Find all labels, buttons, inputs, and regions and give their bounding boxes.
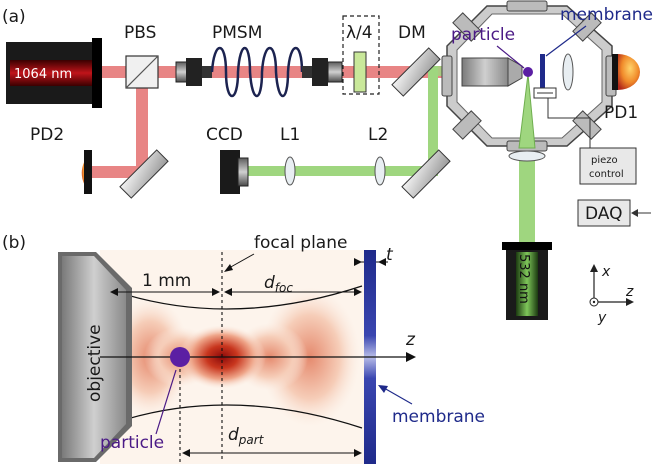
objective-label: objective [85, 324, 105, 402]
vacuum-chamber [441, 0, 617, 152]
pd1: PD1 [604, 54, 640, 123]
axis-x-label: x [601, 264, 611, 280]
particle-label-a: particle [451, 25, 515, 45]
dimension-d-part: dpart [228, 425, 265, 447]
panel-a-label: (a) [2, 7, 26, 27]
pmsm-label: PMSM [212, 23, 262, 43]
mirror-pd2 [119, 149, 169, 199]
dm-label: DM [398, 23, 426, 43]
coordinate-axes: x z y [589, 264, 634, 326]
objective: objective [58, 252, 132, 462]
waveplate-label: λ/4 [346, 23, 373, 43]
panel-b: (b) objective z focal plane 1 m [2, 233, 485, 464]
lens-l2 [374, 156, 386, 186]
focal-plane-label: focal plane [254, 233, 347, 253]
membrane-label-a: membrane [560, 5, 653, 25]
ccd-label: CCD [206, 125, 243, 145]
pd2: PD2 [30, 125, 92, 194]
piezo-control-label: control [589, 169, 624, 180]
panel-b-label: (b) [2, 233, 26, 253]
green-laser: 532 nm [502, 242, 552, 320]
pbs-label: PBS [124, 23, 156, 43]
ir-laser-label: 1064 nm [14, 67, 72, 82]
z-axis-label-b: z [405, 330, 416, 350]
quarter-waveplate: λ/4 [342, 15, 380, 95]
green-laser-label: 532 nm [516, 254, 531, 304]
ccd-camera: CCD [206, 125, 249, 194]
lens-l1 [284, 156, 296, 186]
particle-b [170, 347, 190, 367]
axis-y-label: y [597, 310, 607, 326]
mirror-ccd [401, 149, 451, 199]
l1-label: L1 [280, 125, 300, 145]
pmsm-fiber: PMSM [175, 23, 343, 97]
membrane-label-b: membrane [392, 407, 485, 427]
l2-label: L2 [368, 125, 388, 145]
dimension-d-foc: dfoc [264, 273, 293, 295]
panel-a: (a) 1064 nm PBS [2, 0, 653, 326]
axis-z-label: z [625, 284, 634, 300]
dichroic-mirror: DM [391, 23, 441, 97]
pd1-label: PD1 [604, 103, 638, 123]
pbs-cube: PBS [124, 23, 159, 89]
piezo-label: piezo [591, 155, 618, 166]
dimension-1mm: 1 mm [142, 271, 191, 291]
daq-box: DAQ [577, 199, 651, 227]
particle-label-b: particle [100, 433, 164, 453]
green-beam-lens [508, 150, 546, 162]
pd2-label: PD2 [30, 125, 64, 145]
thickness-t-label: t [386, 245, 394, 265]
daq-label: DAQ [585, 204, 623, 224]
ir-laser: 1064 nm [6, 38, 102, 108]
piezo-control-box: piezo control [547, 98, 637, 185]
